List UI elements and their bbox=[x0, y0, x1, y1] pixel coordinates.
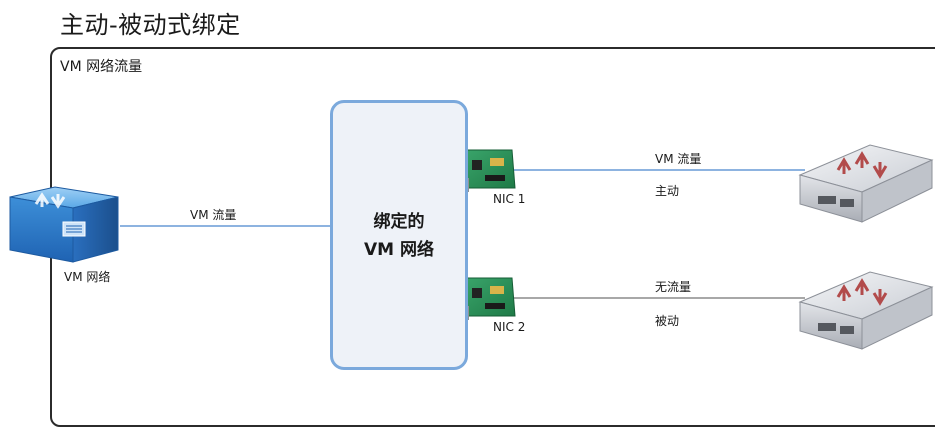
page-title: 主动-被动式绑定 bbox=[60, 11, 241, 39]
frame-label: VM 网络流量 bbox=[60, 59, 143, 75]
nic1-label: NIC 1 bbox=[493, 192, 526, 206]
nic2-state-label: 被动 bbox=[655, 314, 680, 328]
diagram-canvas bbox=[9, 135, 934, 350]
bonded-vm-network-box bbox=[330, 100, 468, 370]
nic1-state-label: 主动 bbox=[655, 184, 680, 198]
vm-link-traffic-label: VM 流量 bbox=[190, 208, 237, 222]
nic1-traffic-label: VM 流量 bbox=[655, 152, 702, 166]
bond-label-line1: 绑定的 bbox=[373, 212, 425, 232]
bond-label-line2: VM 网络 bbox=[364, 240, 434, 260]
vm-network-label: VM 网络 bbox=[64, 270, 111, 284]
nic2-traffic-label: 无流量 bbox=[655, 280, 692, 294]
vm-network-cube-icon bbox=[9, 186, 119, 263]
nic2-label: NIC 2 bbox=[493, 320, 526, 334]
physical-switch-passive-icon bbox=[798, 271, 934, 350]
physical-switch-active-icon bbox=[798, 144, 934, 223]
